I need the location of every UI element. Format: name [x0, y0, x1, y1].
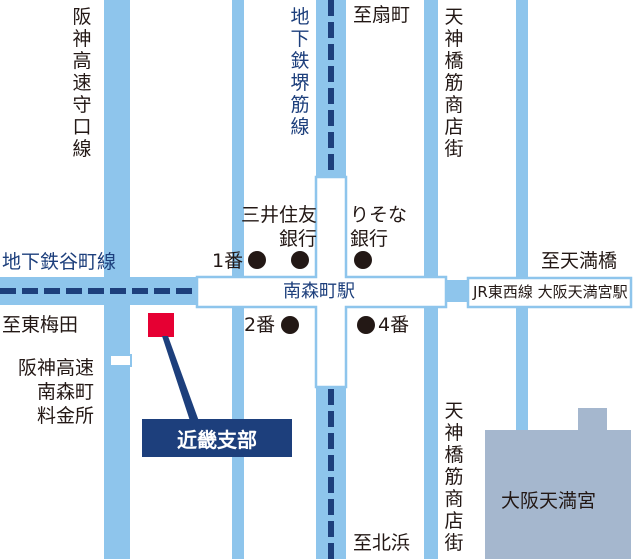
subway-sakaisuji-line-north: [328, 0, 334, 178]
road-connector: [446, 280, 468, 302]
label-jr-osaka-tenmangu-station: JR東西線 大阪天満宮駅: [473, 283, 628, 301]
label-to-higashiumeda: 至東梅田: [2, 314, 79, 336]
label-tenjinbashisuji-north: 天神橋筋商店街: [444, 6, 464, 160]
label-exit-4: 4番: [378, 314, 410, 336]
branch-label-box: 近畿支部: [142, 419, 292, 457]
label-subway-tanimachi-line: 地下鉄谷町線: [2, 251, 117, 273]
label-minamimorimachi-station: 南森町駅: [283, 281, 355, 302]
label-sumitomo-bank: 三井住友 銀行: [240, 204, 317, 250]
exit-1-marker-icon: [248, 251, 266, 269]
label-to-tenmabashi: 至天満橋: [541, 250, 618, 272]
label-resona-bank: りそな 銀行: [350, 204, 408, 250]
label-to-ogimachi: 至扇町: [353, 4, 411, 26]
label-tenjinbashisuji-south: 天神橋筋商店街: [444, 400, 464, 554]
bank-sumitomo-marker-icon: [291, 251, 309, 269]
label-to-kitahama: 至北浜: [353, 532, 411, 554]
label-exit-1: 1番: [212, 250, 244, 272]
label-hanshin-moriguchi-line: 阪神高速守口線: [72, 6, 92, 160]
road-east: [516, 0, 528, 442]
branch-marker-icon: [148, 313, 174, 337]
label-exit-2: 2番: [244, 314, 276, 336]
subway-sakaisuji-line-south: [328, 389, 334, 559]
exit-2-marker-icon: [281, 316, 299, 334]
bank-resona-marker-icon: [354, 251, 372, 269]
exit-4-marker-icon: [357, 316, 375, 334]
label-hanshin-tollgate: 阪神高速 南森町 料金所: [17, 357, 94, 427]
label-subway-sakaisuji-line: 地下鉄堺筋線: [290, 6, 310, 138]
label-osaka-tenmangu: 大阪天満宮: [501, 490, 597, 512]
label-kinki-branch: 近畿支部: [177, 427, 257, 452]
subway-tanimachi-line: [0, 288, 198, 294]
